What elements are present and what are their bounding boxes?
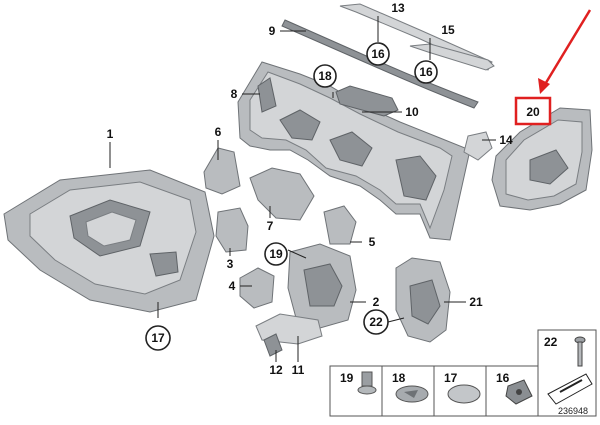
callout-16a: 16 — [371, 47, 385, 61]
tray-label-16: 16 — [496, 371, 510, 385]
circled-callouts: 16 16 17 18 19 22 — [145, 42, 438, 351]
callout-19: 19 — [269, 247, 283, 261]
callout-4: 4 — [229, 279, 236, 293]
tray-label-22: 22 — [544, 335, 558, 349]
callout-7: 7 — [267, 219, 274, 233]
callout-16a-circle — [366, 42, 390, 66]
diagram-id: 236948 — [558, 406, 588, 416]
tray-bolt — [537, 329, 597, 417]
callout-1: 1 — [107, 127, 114, 141]
callout-22-circle — [363, 309, 389, 335]
callout-18: 18 — [318, 69, 332, 83]
callout-15: 15 — [441, 23, 455, 37]
hardware-tray: 19 18 17 16 22 — [329, 329, 597, 417]
callout-16b-circle — [414, 60, 438, 84]
part-10-foam-pad — [335, 85, 399, 117]
callout-2: 2 — [373, 295, 380, 309]
highlight-arrow-head — [538, 78, 550, 94]
part-7-insulation-piece — [249, 167, 315, 221]
callout-12: 12 — [269, 363, 283, 377]
flag-stripe — [559, 379, 583, 393]
callout-9: 9 — [269, 24, 276, 38]
callout-labels: 1 2 3 4 5 6 7 8 9 10 11 12 13 14 15 21 — [107, 1, 513, 377]
tray-label-17: 17 — [444, 371, 458, 385]
flag-icon — [547, 373, 593, 405]
washer-18-icon — [395, 385, 429, 403]
highlight-box — [514, 96, 552, 126]
part-21-wheel-arch-insulation — [395, 257, 451, 343]
part-2-insulation-block — [287, 243, 357, 329]
callout-19-circle — [264, 242, 288, 266]
part-4-insulation-piece — [239, 267, 275, 309]
callout-5: 5 — [369, 235, 376, 249]
callout-18-circle — [313, 64, 337, 88]
part-3-insulation-piece — [215, 207, 249, 253]
part-8-bulkhead — [237, 61, 471, 241]
callout-22: 22 — [369, 315, 383, 329]
part-12-clip — [263, 333, 283, 357]
clip-16-icon — [505, 379, 533, 405]
tray-label-18: 18 — [392, 371, 406, 385]
callout-17: 17 — [151, 331, 165, 345]
clip-19-icon — [357, 371, 377, 395]
part-20-side-panel — [491, 107, 593, 211]
callout-10: 10 — [405, 105, 419, 119]
callout-3: 3 — [227, 257, 234, 271]
leader-lines — [109, 16, 496, 362]
highlight-arrow-shaft — [542, 9, 592, 87]
callout-17-circle — [145, 325, 171, 351]
callout-13: 13 — [391, 1, 405, 15]
part-14-bracket — [463, 131, 493, 161]
callout-14: 14 — [499, 133, 513, 147]
tray-label-19: 19 — [340, 371, 354, 385]
highlight-part-20: 20 — [514, 9, 592, 126]
part-5-insulation-piece — [323, 205, 357, 245]
callout-16b: 16 — [419, 65, 433, 79]
callout-11: 11 — [292, 363, 305, 377]
bolt-22-icon — [574, 336, 586, 367]
part-1-insulation-tray — [3, 169, 215, 313]
callout-6: 6 — [215, 125, 222, 139]
callout-8: 8 — [231, 87, 238, 101]
cap-17-icon — [447, 384, 481, 404]
callout-20: 20 — [526, 105, 540, 119]
part-6-insulation-piece — [203, 147, 241, 195]
callout-21: 21 — [469, 295, 483, 309]
